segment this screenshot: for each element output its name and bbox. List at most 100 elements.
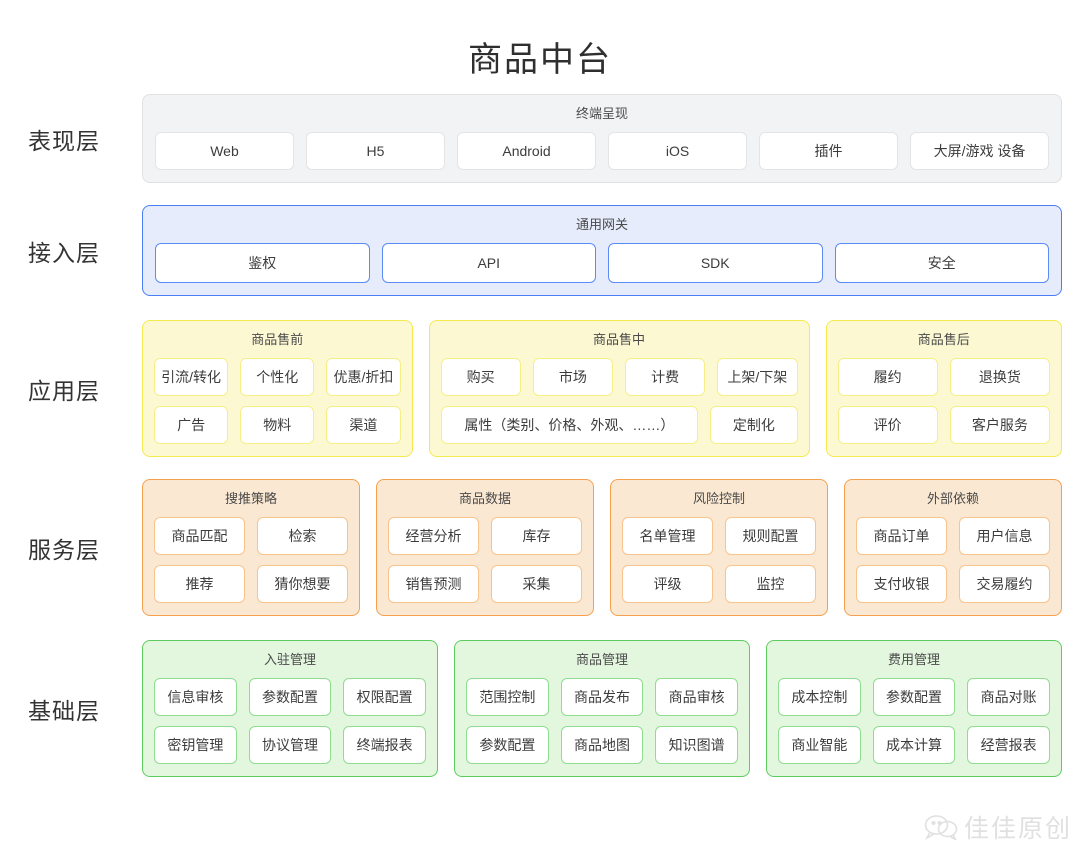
chip-item[interactable]: 商品地图 bbox=[560, 726, 644, 764]
group-card: 入驻管理信息审核参数配置权限配置密钥管理协议管理终端报表 bbox=[142, 640, 438, 777]
layer-label: 服务层 bbox=[28, 536, 100, 563]
chip-item[interactable]: 监控 bbox=[725, 565, 816, 603]
chip-item[interactable]: 商品对账 bbox=[967, 678, 1051, 716]
chip-item[interactable]: 推荐 bbox=[154, 565, 245, 603]
chip-item[interactable]: 退换货 bbox=[949, 358, 1050, 396]
chip-item[interactable]: 商品匹配 bbox=[154, 517, 245, 555]
chip-item[interactable]: 计费 bbox=[625, 358, 706, 396]
chip-item[interactable]: 猜你想要 bbox=[257, 565, 348, 603]
layer-row-4: 服务层搜推策略商品匹配检索推荐猜你想要商品数据经营分析库存销售预测采集风险控制名… bbox=[0, 479, 1080, 616]
chip-item[interactable]: 经营分析 bbox=[388, 517, 479, 555]
chip-item[interactable]: 大屏/游戏 设备 bbox=[910, 132, 1049, 170]
chip-item[interactable]: 优惠/折扣 bbox=[326, 358, 401, 396]
chip-item[interactable]: 参数配置 bbox=[248, 678, 332, 716]
chip-row: 属性（类别、价格、外观、……） 定制化 bbox=[440, 406, 798, 444]
chip-item[interactable]: 市场 bbox=[532, 358, 613, 396]
chip-item[interactable]: 评级 bbox=[622, 565, 713, 603]
group-grid: 商品售前引流/转化个性化优惠/折扣广告物料渠道商品售中购买市场计费上架/下架属性… bbox=[142, 320, 1062, 457]
layer-body: 入驻管理信息审核参数配置权限配置密钥管理协议管理终端报表商品管理范围控制商品发布… bbox=[142, 640, 1062, 777]
group-card: 外部依赖商品订单用户信息支付收银交易履约 bbox=[844, 479, 1062, 616]
layer-panel: 终端呈现 Web H5 Android iOS 插件大屏/游戏 设备 bbox=[142, 94, 1062, 183]
layer-label: 应用层 bbox=[28, 377, 100, 404]
group-title: 风险控制 bbox=[692, 491, 745, 506]
chip-item[interactable]: 商品发布 bbox=[560, 678, 644, 716]
chip-item[interactable]: H5 bbox=[306, 132, 445, 170]
chip-item[interactable]: 支付收银 bbox=[856, 565, 947, 603]
chip-item[interactable]: 经营报表 bbox=[967, 726, 1051, 764]
panel-title: 终端呈现 bbox=[575, 106, 628, 121]
chip-item[interactable]: 采集 bbox=[491, 565, 582, 603]
chip-row: 广告物料渠道 bbox=[154, 406, 401, 444]
chip-item[interactable]: 权限配置 bbox=[343, 678, 427, 716]
chip-item[interactable]: Web bbox=[155, 132, 294, 170]
group-title: 商品售前 bbox=[251, 332, 304, 347]
chip-item[interactable]: 成本控制 bbox=[778, 678, 861, 716]
chip-item[interactable]: 商业智能 bbox=[778, 726, 861, 764]
group-title: 搜推策略 bbox=[224, 491, 277, 506]
group-card: 费用管理成本控制参数配置商品对账商业智能成本计算经营报表 bbox=[766, 640, 1062, 777]
chip-item[interactable]: 交易履约 bbox=[959, 565, 1050, 603]
chip-item[interactable]: 上架/下架 bbox=[717, 358, 798, 396]
chip-item[interactable]: 定制化 bbox=[710, 406, 798, 444]
chip-item[interactable]: 库存 bbox=[491, 517, 582, 555]
layer-label: 基础层 bbox=[28, 697, 100, 724]
chip-item[interactable]: 商品订单 bbox=[856, 517, 947, 555]
chip-item[interactable]: 商品审核 bbox=[655, 678, 739, 716]
chip-item[interactable]: API bbox=[381, 243, 596, 283]
chip-row: 支付收银交易履约 bbox=[856, 565, 1050, 603]
group-card: 商品管理范围控制商品发布商品审核参数配置商品地图知识图谱 bbox=[454, 640, 750, 777]
chip-item[interactable]: 插件 bbox=[759, 132, 898, 170]
chip-item[interactable]: 终端报表 bbox=[343, 726, 427, 764]
group-title: 商品数据 bbox=[458, 491, 511, 506]
chip-item[interactable]: 参数配置 bbox=[872, 678, 956, 716]
chip-item[interactable]: 检索 bbox=[257, 517, 348, 555]
group-card: 商品数据经营分析库存销售预测采集 bbox=[376, 479, 594, 616]
chip-item[interactable]: 销售预测 bbox=[388, 565, 479, 603]
chip-row: 成本控制参数配置商品对账 bbox=[778, 678, 1051, 716]
chip-item[interactable]: SDK bbox=[608, 243, 823, 283]
chip-item[interactable]: 用户信息 bbox=[959, 517, 1050, 555]
wechat-bubble-icon bbox=[924, 814, 958, 840]
chip-item[interactable]: 名单管理 bbox=[622, 517, 713, 555]
chip-item[interactable]: 参数配置 bbox=[466, 726, 549, 764]
chip-item[interactable]: 协议管理 bbox=[248, 726, 332, 764]
chip-item[interactable]: iOS bbox=[608, 132, 747, 170]
watermark-text: 佳佳原创 bbox=[963, 815, 1072, 843]
chip-item[interactable]: 物料 bbox=[240, 406, 315, 444]
chip-row: 评价客户服务 bbox=[837, 406, 1050, 444]
group-card: 搜推策略商品匹配检索推荐猜你想要 bbox=[142, 479, 360, 616]
chip-item[interactable]: 属性（类别、价格、外观、……） bbox=[440, 406, 699, 444]
chip-item[interactable]: 信息审核 bbox=[154, 678, 237, 716]
chip-item[interactable]: 渠道 bbox=[326, 406, 401, 444]
chip-item[interactable]: 客户服务 bbox=[949, 406, 1050, 444]
chip-item[interactable]: 个性化 bbox=[240, 358, 315, 396]
chip-item[interactable]: 安全 bbox=[834, 243, 1049, 283]
group-grid: 搜推策略商品匹配检索推荐猜你想要商品数据经营分析库存销售预测采集风险控制名单管理… bbox=[142, 479, 1062, 616]
group-title: 入驻管理 bbox=[263, 652, 316, 667]
watermark: 佳佳原创 bbox=[924, 809, 1072, 845]
chip-row: 引流/转化个性化优惠/折扣 bbox=[154, 358, 401, 396]
page-title: 商品中台 bbox=[468, 41, 612, 79]
group-card: 商品售后履约退换货评价客户服务 bbox=[825, 320, 1062, 457]
chip-item[interactable]: 知识图谱 bbox=[655, 726, 739, 764]
chip-item[interactable]: 密钥管理 bbox=[154, 726, 237, 764]
chip-item[interactable]: 鉴权 bbox=[155, 243, 370, 283]
chip-row: 参数配置商品地图知识图谱 bbox=[466, 726, 739, 764]
chip-item[interactable]: Android bbox=[457, 132, 596, 170]
chip-item[interactable]: 引流/转化 bbox=[154, 358, 229, 396]
chip-item[interactable]: 范围控制 bbox=[466, 678, 549, 716]
chip-row: 商品匹配检索 bbox=[154, 517, 348, 555]
chip-item[interactable]: 履约 bbox=[837, 358, 938, 396]
chip-item[interactable]: 成本计算 bbox=[872, 726, 956, 764]
layer-body: 终端呈现 Web H5 Android iOS 插件大屏/游戏 设备 bbox=[142, 94, 1062, 183]
chip-item[interactable]: 购买 bbox=[440, 358, 521, 396]
chip-item[interactable]: 规则配置 bbox=[725, 517, 816, 555]
chip-item[interactable]: 广告 bbox=[154, 406, 229, 444]
chip-item[interactable]: 评价 bbox=[837, 406, 938, 444]
group-card: 商品售前引流/转化个性化优惠/折扣广告物料渠道 bbox=[142, 320, 413, 457]
chip-row: 推荐猜你想要 bbox=[154, 565, 348, 603]
